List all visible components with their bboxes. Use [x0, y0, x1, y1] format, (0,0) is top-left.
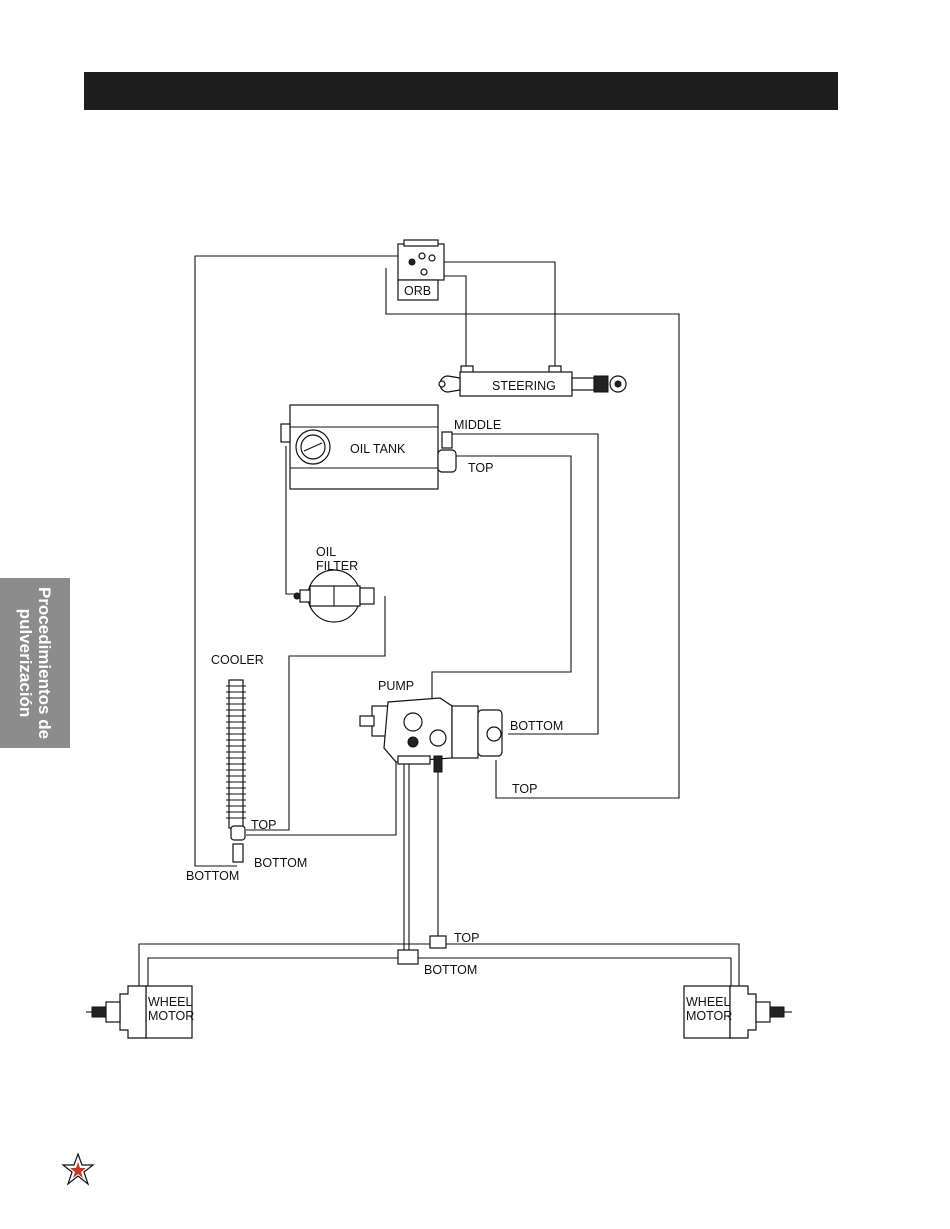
oil-tank-top-fitting [438, 450, 456, 472]
label-wheel-motor-left-1: WHEEL [148, 995, 193, 1009]
oil-filter [294, 570, 374, 622]
pump-bottom-ports [398, 756, 430, 764]
pump-shaft [360, 716, 374, 726]
label-oil-filter-2: FILTER [316, 559, 358, 573]
label-middle: MIDDLE [454, 418, 501, 432]
pump-bottom-fitting [434, 756, 442, 772]
pump-unit [360, 698, 502, 772]
steering-rod [572, 378, 594, 390]
label-cooler-top: TOP [251, 818, 276, 832]
wheel-motor-right-hub [756, 1002, 770, 1022]
label-tank-top: TOP [468, 461, 493, 475]
pump-port-2 [408, 737, 418, 747]
label-cooler-bottom: BOTTOM [254, 856, 307, 870]
label-oil-tank: OIL TANK [350, 442, 406, 456]
oil-filter-inlet-nut [294, 593, 300, 599]
tee-fittings [398, 936, 446, 964]
oil-tank-middle-fitting [442, 432, 452, 448]
hose-tee-top-to-left-motor [139, 944, 430, 992]
tee-bottom [398, 950, 418, 964]
pump-port-3 [430, 730, 446, 746]
pump-end-port [487, 727, 501, 741]
label-wheel-motor-left-2: MOTOR [148, 1009, 194, 1023]
steering-rod-end [594, 376, 608, 392]
oil-tank-drain-fitting [281, 424, 290, 442]
cooler-top-fitting [231, 826, 245, 840]
hose-tank-middle-to-pump-bottom [447, 434, 598, 734]
steering-ball [615, 381, 621, 387]
label-steering: STEERING [492, 379, 556, 393]
orb-port-2 [419, 253, 425, 259]
label-pump: PUMP [378, 679, 414, 693]
orb-port-1 [409, 259, 415, 265]
tee-top [430, 936, 446, 948]
wheel-motor-left-flange [120, 986, 146, 1038]
steering-clevis-pin [439, 381, 445, 387]
hose-tank-top-to-pump [432, 456, 571, 700]
label-tee-top: TOP [454, 931, 479, 945]
wheel-motor-left-shaft [92, 1007, 106, 1017]
label-oil-filter-1: OIL [316, 545, 336, 559]
orb-port-4 [421, 269, 427, 275]
label-pump-bottom: BOTTOM [510, 719, 563, 733]
wheel-motor-left-hub [106, 1002, 120, 1022]
label-wheel-motor-right-1: WHEEL [686, 995, 731, 1009]
wheel-motor-right-shaft [770, 1007, 784, 1017]
label-wheel-motor-right-2: MOTOR [686, 1009, 732, 1023]
hose-tee-top-to-right-motor [446, 944, 739, 992]
hose-orb-to-cooler-bottom [195, 256, 398, 866]
oil-cooler [226, 680, 246, 862]
orb-body [398, 244, 444, 280]
label-cooler: COOLER [211, 653, 264, 667]
hose-orb-to-steering-b [441, 276, 466, 366]
pump-rear-section [452, 706, 478, 758]
label-pump-top: TOP [512, 782, 537, 796]
star-logo-icon [63, 1154, 93, 1184]
label-left-bottom: BOTTOM [186, 869, 239, 883]
wheel-motor-right-flange [730, 986, 756, 1038]
hose-filter-to-cooler-top [246, 596, 385, 830]
orb-port-3 [429, 255, 435, 261]
orb-cap [404, 240, 438, 246]
diagram-labels: ORB STEERING OIL TANK MIDDLE TOP OIL FIL… [148, 284, 732, 1023]
label-tee-bottom: BOTTOM [424, 963, 477, 977]
oil-filter-outlet [360, 588, 374, 604]
oil-filter-inlet [300, 590, 310, 602]
oil-filter-head [310, 586, 360, 606]
cooler-bottom-fitting [233, 844, 243, 862]
label-orb: ORB [404, 284, 431, 298]
pump-port-1 [404, 713, 422, 731]
